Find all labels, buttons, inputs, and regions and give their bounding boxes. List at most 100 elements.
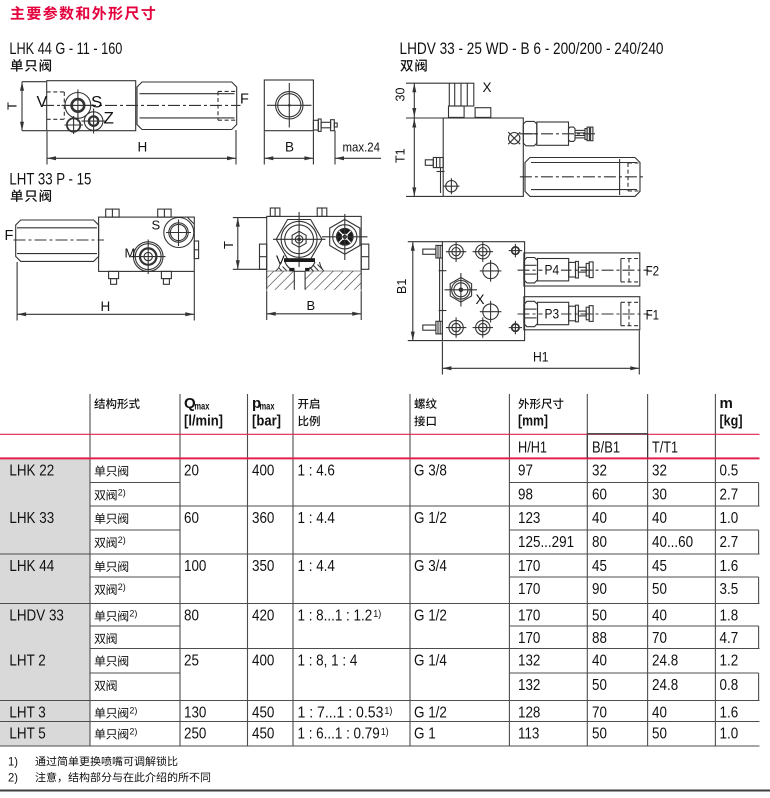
svg-text:2): 2) xyxy=(118,535,126,546)
svg-text:2): 2) xyxy=(129,609,137,620)
svg-text:80: 80 xyxy=(184,608,199,625)
svg-text:1.6: 1.6 xyxy=(720,705,739,722)
svg-text:1 : 8...1 : 1.2: 1 : 8...1 : 1.2 xyxy=(298,608,373,625)
svg-text:2): 2) xyxy=(8,770,18,784)
svg-text:450: 450 xyxy=(252,705,274,722)
svg-text:S: S xyxy=(91,93,102,112)
svg-text:360: 360 xyxy=(252,510,274,527)
svg-text:P4: P4 xyxy=(545,262,560,278)
svg-text:60: 60 xyxy=(184,510,199,527)
svg-text:LHT 5: LHT 5 xyxy=(9,726,45,743)
svg-text:P3: P3 xyxy=(545,306,560,322)
svg-text:50: 50 xyxy=(592,726,607,743)
svg-text:LHK 44: LHK 44 xyxy=(9,558,54,575)
svg-text:132: 132 xyxy=(518,677,540,694)
svg-text:T1: T1 xyxy=(394,148,408,163)
svg-text:1 : 4.6: 1 : 4.6 xyxy=(298,463,335,480)
svg-text:80: 80 xyxy=(592,534,607,551)
svg-text:20: 20 xyxy=(184,463,199,480)
svg-text:50: 50 xyxy=(652,726,667,743)
svg-text:LHT 2: LHT 2 xyxy=(9,653,45,670)
svg-text:30: 30 xyxy=(652,487,667,504)
svg-text:2): 2) xyxy=(129,727,137,738)
svg-text:G 3/8: G 3/8 xyxy=(414,463,447,480)
svg-text:2): 2) xyxy=(118,488,126,499)
svg-text:50: 50 xyxy=(592,677,607,694)
svg-text:40: 40 xyxy=(652,705,667,722)
svg-text:B1: B1 xyxy=(395,279,409,294)
svg-text:1.8: 1.8 xyxy=(720,608,739,625)
svg-text:24.8: 24.8 xyxy=(652,677,678,694)
svg-text:90: 90 xyxy=(592,581,607,598)
svg-text:Q: Q xyxy=(184,395,196,412)
svg-text:B: B xyxy=(285,140,294,155)
svg-text:450: 450 xyxy=(252,726,274,743)
svg-text:125...291: 125...291 xyxy=(518,534,574,551)
svg-text:T: T xyxy=(221,241,236,249)
svg-text:Z: Z xyxy=(104,109,114,128)
svg-text:B: B xyxy=(307,298,316,313)
svg-text:70: 70 xyxy=(652,630,667,647)
svg-text:98: 98 xyxy=(518,487,533,504)
svg-text:max.24: max.24 xyxy=(343,140,381,155)
svg-text:F1: F1 xyxy=(646,306,660,322)
svg-text:V: V xyxy=(37,94,48,111)
svg-text:70: 70 xyxy=(592,705,607,722)
svg-text:2.7: 2.7 xyxy=(720,487,739,504)
svg-text:1 : 7...1 : 0.53: 1 : 7...1 : 0.53 xyxy=(298,705,384,722)
svg-text:50: 50 xyxy=(592,608,607,625)
svg-text:113: 113 xyxy=(518,726,539,743)
svg-text:1 : 8, 1 : 4: 1 : 8, 1 : 4 xyxy=(298,653,358,670)
svg-text:G 1: G 1 xyxy=(414,726,436,743)
svg-text:40: 40 xyxy=(592,510,607,527)
svg-text:32: 32 xyxy=(592,463,607,480)
svg-text:1): 1) xyxy=(373,609,381,620)
svg-text:1.6: 1.6 xyxy=(720,558,739,575)
svg-text:m: m xyxy=(720,395,733,412)
svg-text:LHDV 33 - 25 WD - B 6 - 200/20: LHDV 33 - 25 WD - B 6 - 200/200 - 240/24… xyxy=(400,39,664,58)
svg-text:4.7: 4.7 xyxy=(720,630,739,647)
svg-text:2): 2) xyxy=(118,582,126,593)
svg-text:32: 32 xyxy=(652,463,667,480)
svg-text:1.2: 1.2 xyxy=(720,653,739,670)
svg-text:88: 88 xyxy=(592,630,607,647)
svg-text:60: 60 xyxy=(592,487,607,504)
svg-text:2): 2) xyxy=(129,706,137,717)
svg-text:1): 1) xyxy=(384,706,392,717)
svg-text:400: 400 xyxy=(252,463,274,480)
svg-text:25: 25 xyxy=(184,653,199,670)
svg-text:LHT 3: LHT 3 xyxy=(9,705,45,722)
svg-text:132: 132 xyxy=(518,653,540,670)
svg-text:LHT 33 P - 15: LHT 33 P - 15 xyxy=(9,169,91,188)
svg-text:1): 1) xyxy=(381,727,389,738)
svg-text:[bar]: [bar] xyxy=(252,412,281,429)
svg-text:V: V xyxy=(276,253,285,268)
svg-text:LHK 33: LHK 33 xyxy=(9,510,54,527)
svg-text:400: 400 xyxy=(252,653,274,670)
svg-text:350: 350 xyxy=(252,558,274,575)
svg-text:1 : 4.4: 1 : 4.4 xyxy=(298,510,335,527)
svg-text:max: max xyxy=(194,402,209,413)
svg-text:170: 170 xyxy=(518,558,540,575)
svg-text:170: 170 xyxy=(518,630,540,647)
svg-text:F: F xyxy=(5,228,14,244)
svg-text:T: T xyxy=(5,102,20,110)
svg-text:G 3/4: G 3/4 xyxy=(414,558,447,575)
svg-text:1): 1) xyxy=(8,754,18,768)
svg-text:45: 45 xyxy=(592,558,607,575)
svg-text:G 1/2: G 1/2 xyxy=(414,510,447,527)
svg-text:LHK 44 G - 11 - 160: LHK 44 G - 11 - 160 xyxy=(9,39,122,58)
svg-text:100: 100 xyxy=(184,558,206,575)
svg-text:1.0: 1.0 xyxy=(720,510,739,527)
svg-text:LHK 22: LHK 22 xyxy=(9,463,54,480)
svg-text:50: 50 xyxy=(652,581,667,598)
svg-text:3.5: 3.5 xyxy=(720,581,739,598)
svg-text:45: 45 xyxy=(652,558,667,575)
svg-text:170: 170 xyxy=(518,581,540,598)
svg-text:40: 40 xyxy=(592,653,607,670)
svg-text:[kg]: [kg] xyxy=(720,412,743,429)
svg-text:97: 97 xyxy=(518,463,533,480)
svg-text:0.8: 0.8 xyxy=(720,677,739,694)
svg-text:B/B1: B/B1 xyxy=(592,439,620,456)
svg-text:24.8: 24.8 xyxy=(652,653,678,670)
